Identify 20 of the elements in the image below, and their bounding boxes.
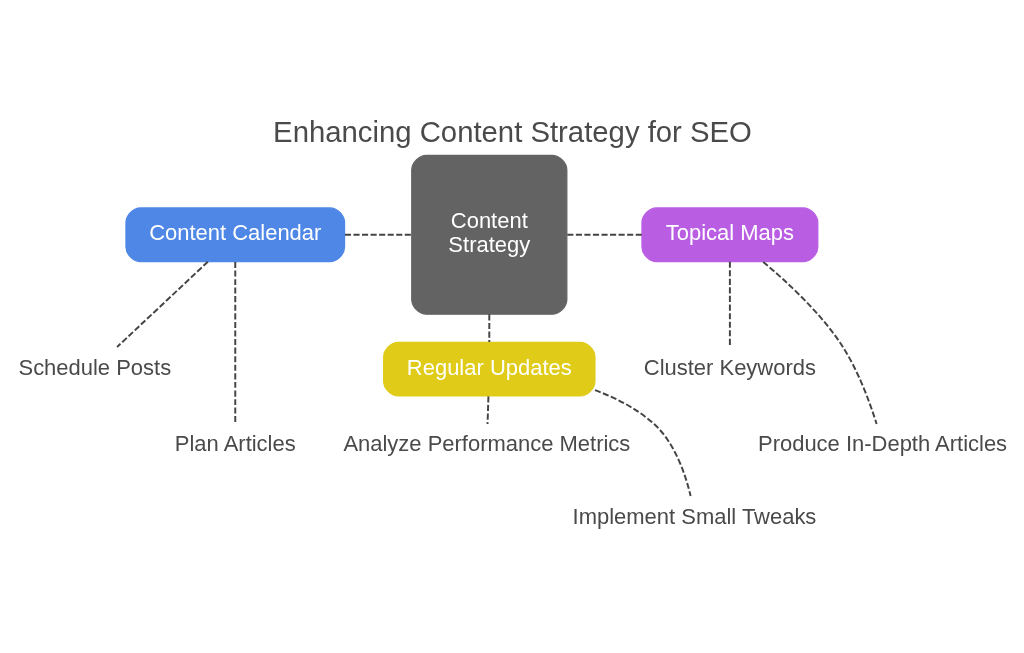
node-text: Analyze Performance Metrics — [342, 430, 630, 456]
diagram-title: Enhancing Content Strategy for SEO — [272, 114, 752, 148]
connector — [115, 260, 209, 348]
connector — [487, 312, 490, 343]
node-text: Produce In-Depth Articles — [757, 430, 1007, 456]
connector — [233, 260, 236, 425]
node-text: Implement Small Tweaks — [572, 503, 816, 529]
node-box: Content Strategy — [410, 154, 567, 315]
node-text: Plan Articles — [174, 430, 296, 456]
connector — [761, 260, 878, 425]
node-box: Regular Updates — [382, 341, 596, 397]
node-text: Cluster Keywords — [643, 354, 816, 380]
connector — [486, 394, 489, 425]
node-box: Topical Maps — [640, 206, 818, 262]
node-text: Schedule Posts — [17, 354, 171, 380]
connector — [728, 260, 731, 348]
connector — [593, 388, 692, 497]
connector — [343, 233, 412, 236]
connector — [565, 233, 643, 236]
node-box: Content Calendar — [124, 206, 345, 262]
